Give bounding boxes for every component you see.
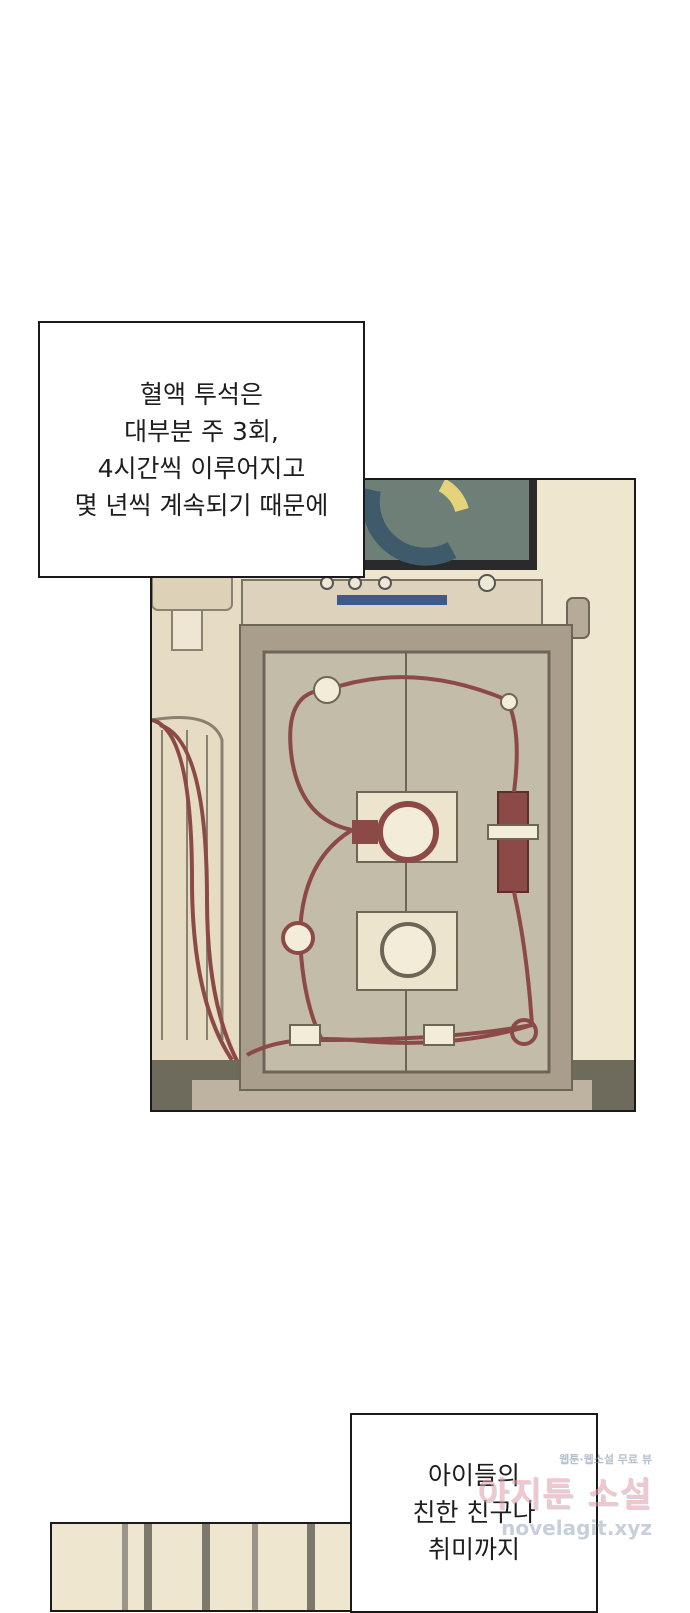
caption-line: 친한 친구나 xyxy=(412,1498,536,1527)
watermark-logo: 아지툰 소설 xyxy=(477,1475,652,1515)
watermark-url: novelagit.xyz xyxy=(501,1516,652,1540)
comic-panel-dialysis-machine xyxy=(150,478,636,1112)
site-watermark: 웹툰·웹소설 무료 뷰 아지툰 소설 novelagit.xyz xyxy=(478,1451,652,1540)
bottom-panel-illustration xyxy=(52,1524,378,1610)
caption-line: 취미까지 xyxy=(427,1535,520,1564)
caption-line: 아이들의 xyxy=(427,1461,520,1490)
comic-panel-bottom-partial xyxy=(50,1522,380,1612)
caption-line: 4시간씩 이루어지고 xyxy=(97,453,306,483)
caption-box-bottom: 아이들의 친한 친구나 취미까지 xyxy=(350,1413,598,1613)
watermark-tagline: 웹툰·웹소설 무료 뷰 xyxy=(559,1453,652,1466)
caption-box-top: 혈액 투석은 대부분 주 3회, 4시간씩 이루어지고 몇 년씩 계속되기 때문… xyxy=(38,321,365,578)
dialysis-machine-illustration xyxy=(152,480,634,1110)
caption-line: 대부분 주 3회, xyxy=(124,416,279,446)
caption-line: 몇 년씩 계속되기 때문에 xyxy=(74,490,329,520)
caption-line: 혈액 투석은 xyxy=(140,379,263,409)
